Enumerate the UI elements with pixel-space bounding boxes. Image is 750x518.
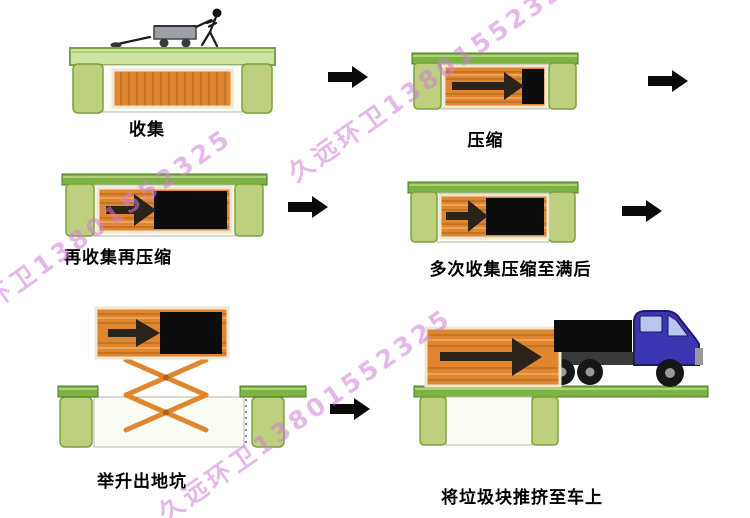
waste-container-icon <box>96 186 233 234</box>
step-label-recompress: 再收集再压缩 <box>64 248 172 268</box>
flow-arrow-icon <box>330 398 370 420</box>
ground-surface <box>69 47 276 66</box>
waste-container-icon <box>111 68 234 109</box>
scene-lift <box>57 306 307 448</box>
rake-icon <box>110 35 152 48</box>
ground-surface <box>57 385 99 398</box>
ground-surface <box>413 385 709 398</box>
scene-full <box>407 181 579 243</box>
compressed-waste-icon <box>160 312 222 354</box>
press-arrow-icon <box>106 194 156 226</box>
pit-icon <box>59 396 285 448</box>
flow-arrow-icon <box>328 66 368 88</box>
step-label-collect: 收集 <box>129 120 165 140</box>
step-label-lift: 举升出地坑 <box>97 472 187 492</box>
scissor-lift-icon <box>123 357 209 433</box>
press-arrow-icon <box>108 319 160 347</box>
compressed-waste-icon <box>486 198 544 235</box>
waste-container-icon <box>442 64 548 109</box>
ground-surface <box>239 385 307 398</box>
step-label-compress: 压缩 <box>467 131 504 151</box>
compressed-waste-icon <box>154 191 227 229</box>
flow-arrow-icon <box>288 196 328 218</box>
ground-surface <box>61 173 268 186</box>
press-arrow-icon <box>452 72 524 100</box>
scene-compress <box>411 52 579 110</box>
press-arrow-icon <box>440 338 542 376</box>
waste-container-icon <box>424 326 562 388</box>
scene-recompress <box>61 173 268 237</box>
flow-arrow-icon <box>648 70 688 92</box>
compressed-waste-icon <box>522 69 544 104</box>
flow-arrow-icon <box>622 200 662 222</box>
pit-icon <box>419 396 559 446</box>
scene-load <box>413 310 709 446</box>
person-with-cart-icon <box>153 8 222 48</box>
compressed-waste-icon <box>554 320 632 352</box>
waste-container-icon <box>438 193 550 240</box>
truck-icon <box>544 310 703 387</box>
waste-container-icon <box>94 306 230 360</box>
scene-collect <box>69 8 276 114</box>
step-label-full: 多次收集压缩至满后 <box>429 260 592 280</box>
press-arrow-icon <box>446 200 488 232</box>
step-label-load: 将垃圾块推挤至车上 <box>441 488 603 508</box>
